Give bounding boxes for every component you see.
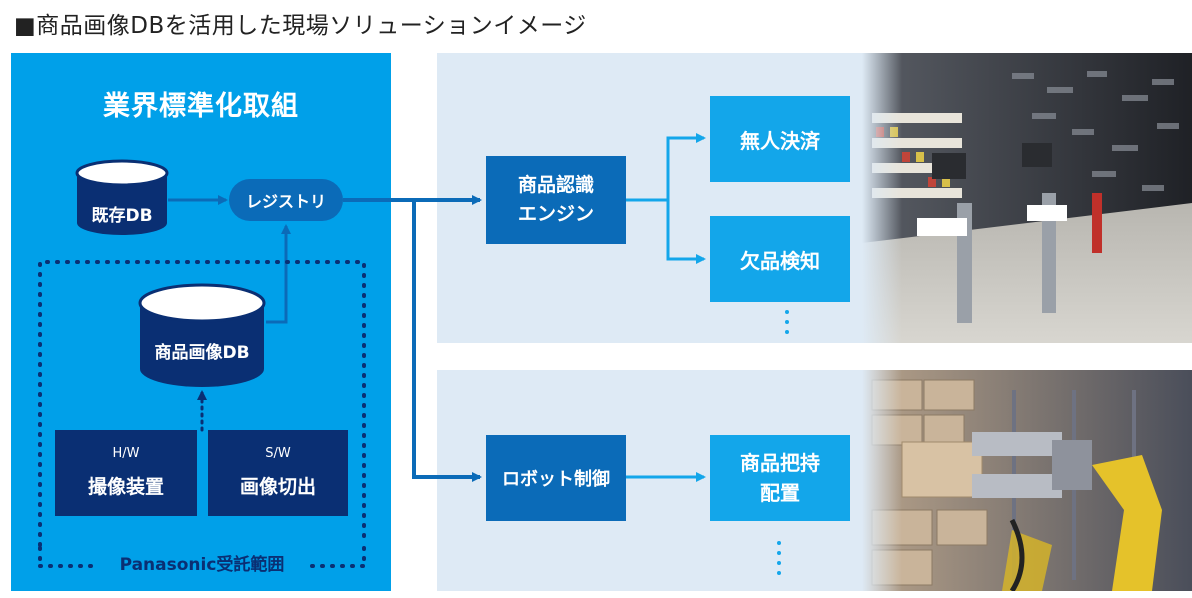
sw-label: 画像切出 [239,476,316,498]
grasp-line-1: 商品把持 [740,451,820,475]
product-image-db-label: 商品画像DB [154,342,250,363]
panasonic-scope-label: Panasonic受託範囲 [119,555,285,575]
engine-line-1: 商品認識 [517,174,594,196]
hw-tag: H/W [112,446,140,461]
existing-db-label: 既存DB [91,205,153,226]
grasp-line-2: 配置 [760,481,800,505]
cylinder-icon [75,159,169,235]
sw-image-cutout-box [208,430,348,516]
grasp-placement-box: 商品把持 配置 [710,435,850,521]
engine-line-2: エンジン [517,203,594,225]
hw-capture-device-box [55,430,197,516]
sw-tag: S/W [265,446,291,461]
out-of-stock-detection-box: 欠品検知 [710,216,850,302]
page-title: ■商品画像DBを活用した現場ソリューションイメージ [14,13,587,39]
arrow-icon [266,224,291,324]
registry-pill: レジストリ [229,179,343,221]
warehouse-robot-photo [862,370,1192,591]
recognition-engine-box: 商品認識 エンジン [486,156,626,244]
ellipsis-vertical-icon [785,310,789,334]
unmanned-checkout-box: 無人決済 [710,96,850,182]
store-gate-photo [862,53,1192,343]
hw-label: 撮像装置 [87,476,164,498]
robot-control-box: ロボット制御 [486,435,626,521]
cylinder-icon [138,283,266,387]
ellipsis-vertical-icon [777,541,781,575]
industry-standard-heading: 業界標準化取組 [103,91,299,122]
